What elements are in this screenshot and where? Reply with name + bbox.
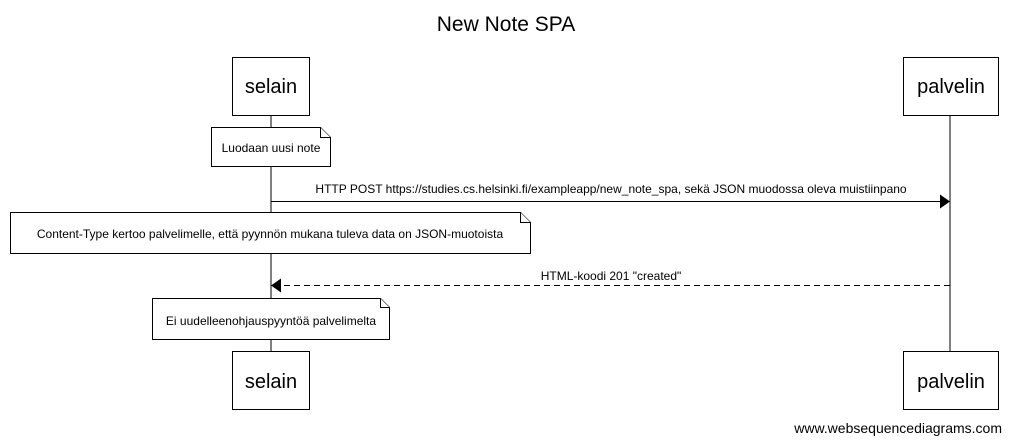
message-http-201: HTML-koodi 201 "created" (271, 269, 950, 293)
message-http-post: HTTP POST https://studies.cs.helsinki.fi… (271, 182, 950, 209)
note-ei-uudelleenohjausta: Ei uudelleenohjauspyyntöä palvelimelta (152, 298, 390, 340)
note-content-type-text: Content-Type kertoo palvelimelle, että p… (37, 227, 504, 241)
watermark-text: www.websequencediagrams.com (793, 420, 1002, 436)
message-http-201-arrowhead (271, 278, 281, 293)
participant-selain-bottom-label: selain (245, 371, 297, 393)
note-content-type: Content-Type kertoo palvelimelle, että p… (10, 212, 531, 254)
message-http-post-arrowhead (940, 194, 950, 209)
diagram-title: New Note SPA (437, 13, 576, 36)
participant-palvelin-top: palvelin (903, 57, 999, 116)
participant-palvelin-top-label: palvelin (917, 76, 985, 98)
note-ei-uudelleenohjausta-text: Ei uudelleenohjauspyyntöä palvelimelta (166, 314, 376, 328)
note-luodaan-uusi-note: Luodaan uusi note (211, 127, 331, 167)
participant-palvelin-bottom: palvelin (903, 351, 999, 410)
note-luodaan-uusi-note-text: Luodaan uusi note (222, 141, 321, 155)
message-http-201-label: HTML-koodi 201 "created" (541, 269, 682, 283)
message-http-post-label: HTTP POST https://studies.cs.helsinki.fi… (315, 182, 907, 196)
participant-selain-top: selain (232, 57, 310, 116)
participant-selain-bottom: selain (232, 351, 310, 410)
participant-selain-top-label: selain (245, 76, 297, 98)
participant-palvelin-bottom-label: palvelin (917, 371, 985, 393)
